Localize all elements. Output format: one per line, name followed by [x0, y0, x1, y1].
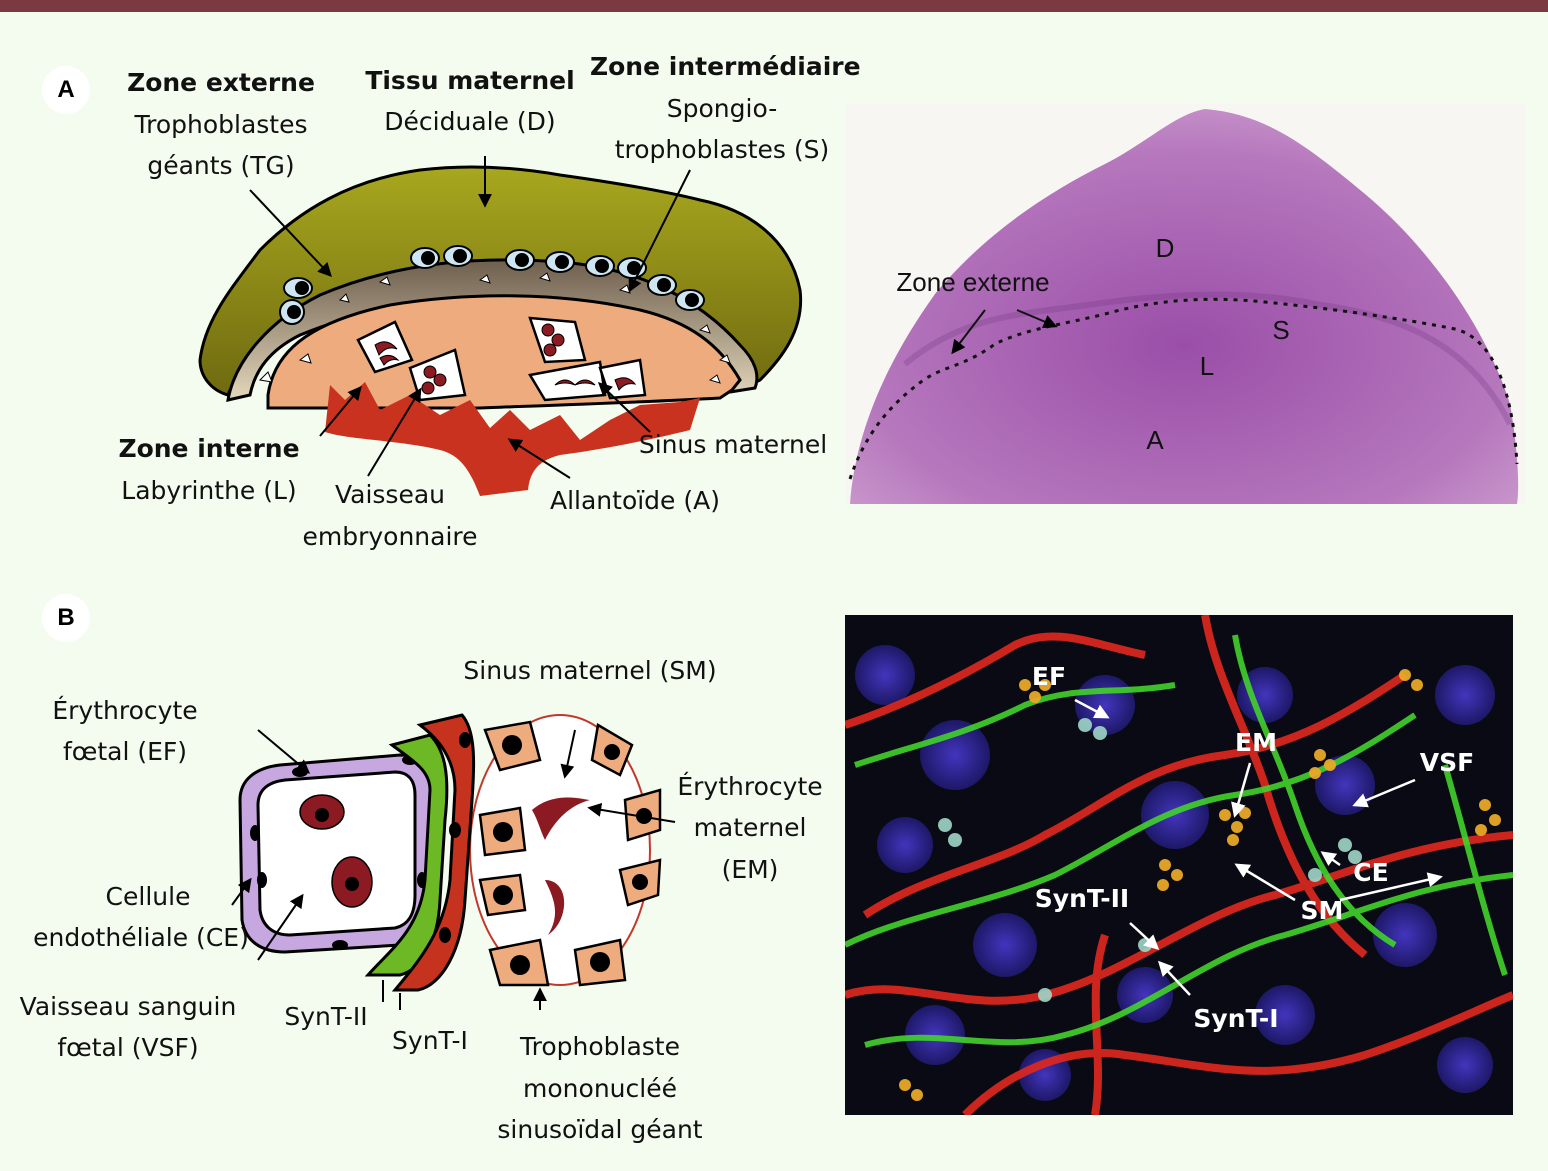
sinus-maternel-sm: Sinus maternel (SM) — [463, 656, 717, 685]
sinus-erythrocytes — [374, 323, 637, 395]
zone-intermediaire-title: Zone intermédiaire — [590, 52, 861, 81]
histology-s: S — [1272, 315, 1290, 345]
tropho-1: Trophoblaste — [520, 1032, 680, 1061]
panel-b-badge: B — [42, 594, 90, 642]
giant-trophoblasts — [279, 245, 705, 325]
zone-externe-desc-2: géants (TG) — [147, 151, 295, 180]
synt2-label: SynT-II — [284, 1002, 368, 1031]
micro-synt1: SynT-I — [1193, 1004, 1279, 1033]
zone-interne-desc: Labyrinthe (L) — [121, 476, 297, 505]
cellule-endo-1: Cellule — [105, 882, 191, 911]
vaisseau-sanguin-2: fœtal (VSF) — [57, 1033, 199, 1062]
erythro-maternel-1: Érythrocyte — [677, 772, 823, 801]
fluorescence-drawing — [845, 615, 1513, 1115]
histology-l: L — [1199, 351, 1215, 381]
panel-a-arrows — [249, 156, 691, 479]
tropho-3: sinusoïdal géant — [497, 1115, 703, 1144]
zone-externe-desc-1: Trophoblastes — [134, 110, 308, 139]
histology-d: D — [1155, 233, 1175, 263]
micro-sm: SM — [1300, 896, 1344, 925]
panel-a-letter: A — [57, 76, 75, 103]
top-border — [0, 0, 1548, 12]
histology-zone-externe: Zone externe — [896, 267, 1050, 297]
vaisseau-embryo-2: embryonnaire — [302, 522, 478, 551]
allantoide-label: Allantoïde (A) — [549, 486, 720, 515]
micro-synt2: SynT-II — [1034, 884, 1130, 913]
panel-a-badge: A — [42, 66, 90, 114]
vaisseau-sanguin-1: Vaisseau sanguin — [19, 992, 237, 1021]
micro-em: EM — [1235, 728, 1277, 757]
erythro-maternel-3: (EM) — [721, 855, 779, 884]
sinus-maternel-label: Sinus maternel — [638, 430, 828, 459]
histology-tissue — [850, 109, 1519, 504]
micro-ef: EF — [1031, 662, 1067, 691]
histology-drawing — [848, 109, 1519, 504]
micro-vsf: VSF — [1419, 748, 1475, 777]
tissu-maternel-desc: Déciduale (D) — [384, 107, 556, 136]
panel-b-letter: B — [57, 604, 75, 631]
zone-intermediaire-desc-2: trophoblastes (S) — [614, 135, 830, 164]
erythro-maternel-2: maternel — [693, 813, 807, 842]
micro-ce: CE — [1353, 858, 1389, 887]
cellule-endo-2: endothéliale (CE) — [33, 923, 249, 952]
interface-schematic — [231, 713, 676, 1010]
placenta-schematic — [198, 156, 803, 496]
fluorescence-image — [845, 615, 1513, 1115]
zone-externe-title: Zone externe — [127, 68, 315, 97]
tropho-2: mononucléé — [523, 1074, 677, 1103]
synt1-label: SynT-I — [392, 1026, 468, 1055]
vaisseau-embryo-1: Vaisseau — [334, 480, 446, 509]
tissu-maternel-title: Tissu maternel — [365, 66, 575, 95]
histology-image — [845, 104, 1525, 504]
spongio-cells — [258, 272, 731, 384]
zone-intermediaire-desc-1: Spongio- — [666, 94, 778, 123]
erythro-foetal-1: Érythrocyte — [52, 696, 198, 725]
zone-interne-title: Zone interne — [118, 434, 300, 463]
erythro-foetal-2: fœtal (EF) — [62, 737, 188, 766]
histology-a: A — [1146, 425, 1164, 455]
